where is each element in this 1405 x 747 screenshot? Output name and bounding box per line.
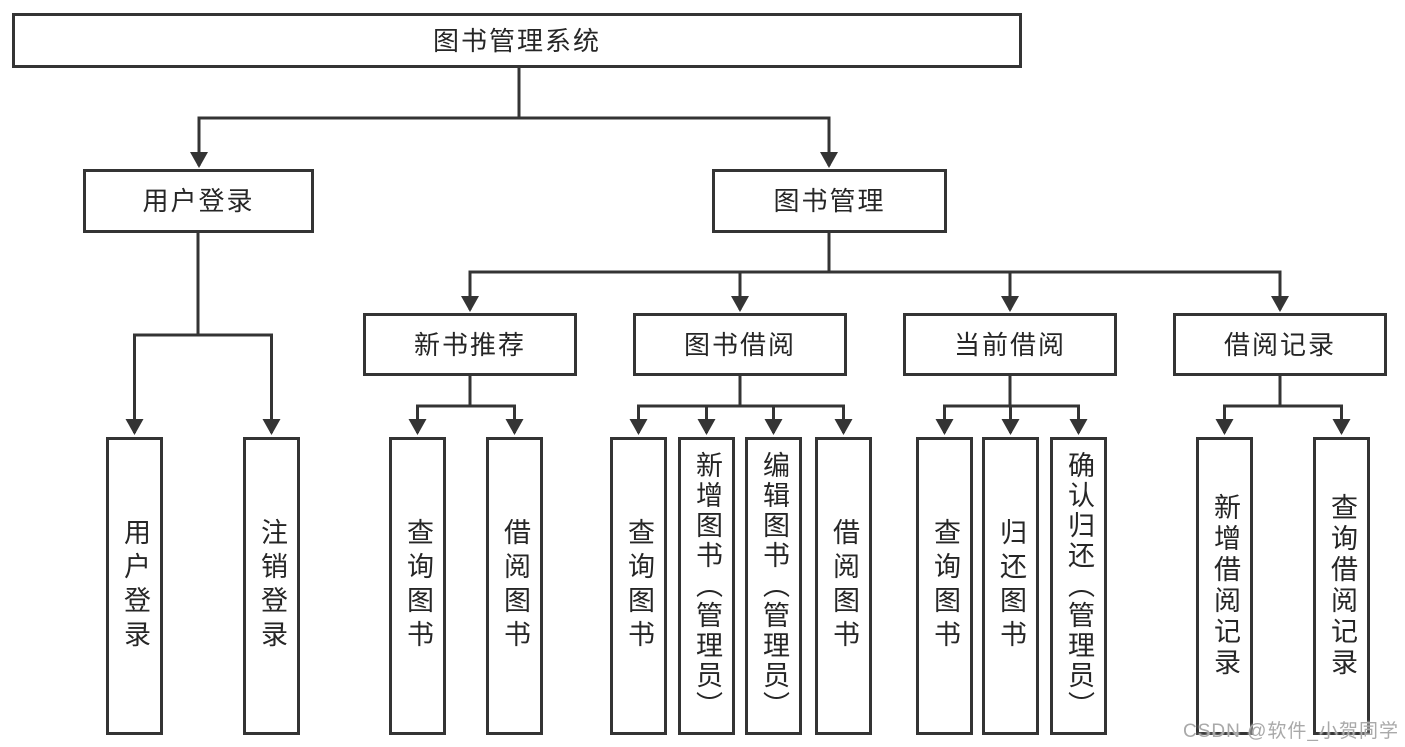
leaf-current-confirm-return-admin-label: 确认归还（管理员）	[1064, 451, 1094, 721]
leaf-rec-query-books-label: 查询图书	[403, 518, 433, 654]
leaf-current-return-books: 归还图书	[982, 437, 1039, 735]
leaf-borrow-add-books-admin: 新增图书（管理员）	[678, 437, 735, 735]
node-book-borrowing: 图书借阅	[633, 313, 847, 376]
node-new-book-recommend: 新书推荐	[363, 313, 577, 376]
leaf-records-add-record-label: 新增借阅记录	[1210, 493, 1240, 679]
node-user-login-label: 用户登录	[142, 186, 255, 216]
leaf-rec-borrow-books: 借阅图书	[486, 437, 543, 735]
leaf-user-login: 用户登录	[106, 437, 163, 735]
leaf-records-query-record: 查询借阅记录	[1313, 437, 1370, 735]
leaf-borrow-add-books-admin-label: 新增图书（管理员）	[692, 451, 722, 721]
leaf-current-query-books-label: 查询图书	[930, 518, 960, 654]
node-current-borrowing: 当前借阅	[903, 313, 1117, 376]
leaf-borrow-borrow-books: 借阅图书	[815, 437, 872, 735]
leaf-rec-query-books: 查询图书	[389, 437, 446, 735]
leaf-records-query-record-label: 查询借阅记录	[1327, 493, 1357, 679]
leaf-current-query-books: 查询图书	[916, 437, 973, 735]
node-book-management: 图书管理	[712, 169, 947, 233]
leaf-borrow-query-books-label: 查询图书	[624, 518, 654, 654]
node-book-borrowing-label: 图书借阅	[683, 329, 796, 360]
leaf-rec-borrow-books-label: 借阅图书	[500, 518, 530, 654]
node-book-management-label: 图书管理	[773, 186, 886, 216]
leaf-logout: 注销登录	[243, 437, 300, 735]
node-root: 图书管理系统	[12, 13, 1022, 68]
csdn-watermark: CSDN @软件_小贺同学	[1183, 721, 1399, 742]
leaf-records-add-record: 新增借阅记录	[1196, 437, 1253, 735]
node-borrowing-records-label: 借阅记录	[1223, 329, 1336, 360]
leaf-user-login-label: 用户登录	[120, 518, 150, 654]
leaf-logout-label: 注销登录	[257, 518, 287, 654]
leaf-borrow-edit-books-admin: 编辑图书（管理员）	[745, 437, 802, 735]
leaf-borrow-query-books: 查询图书	[610, 437, 667, 735]
leaf-current-return-books-label: 归还图书	[996, 518, 1026, 654]
node-root-label: 图书管理系统	[432, 25, 601, 56]
node-user-login: 用户登录	[83, 169, 314, 233]
node-borrowing-records: 借阅记录	[1173, 313, 1387, 376]
leaf-borrow-edit-books-admin-label: 编辑图书（管理员）	[759, 451, 789, 721]
node-new-book-recommend-label: 新书推荐	[413, 329, 526, 360]
leaf-borrow-borrow-books-label: 借阅图书	[829, 518, 859, 654]
leaf-current-confirm-return-admin: 确认归还（管理员）	[1050, 437, 1107, 735]
node-current-borrowing-label: 当前借阅	[953, 329, 1066, 360]
